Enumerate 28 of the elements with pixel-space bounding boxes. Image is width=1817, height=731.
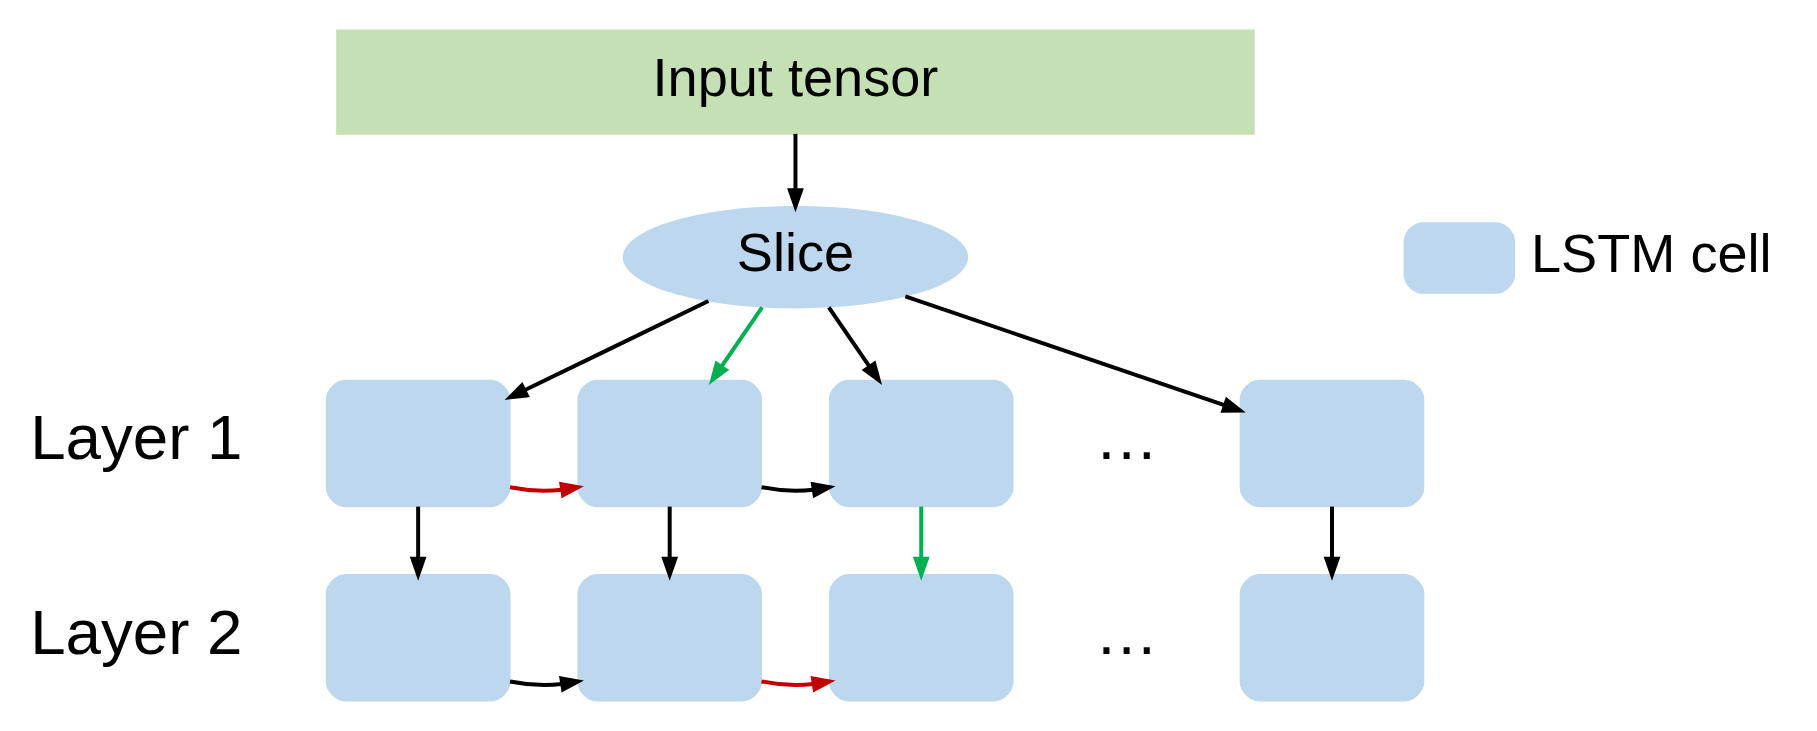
arrow <box>661 506 679 581</box>
arrow <box>761 481 836 499</box>
legend-label: LSTM cell <box>1531 222 1772 283</box>
arrow <box>1323 506 1341 581</box>
label: Layer 2 <box>30 595 243 667</box>
node-box: Input tensor <box>336 29 1255 135</box>
arrow <box>787 133 804 213</box>
arrow <box>912 506 930 581</box>
node-box <box>828 379 1014 508</box>
node-box <box>828 574 1014 702</box>
node-ellipse: Slice <box>622 206 969 309</box>
arrow <box>409 506 427 581</box>
node-box <box>325 574 511 702</box>
arrow <box>904 294 1246 413</box>
label: Layer 1 <box>30 401 243 473</box>
arrow <box>827 306 883 385</box>
node-box <box>1239 574 1425 702</box>
label: … <box>1094 401 1159 473</box>
node-box <box>1239 379 1425 508</box>
arrow <box>509 481 584 499</box>
arrow <box>708 306 764 385</box>
node-box <box>577 379 763 508</box>
node-box <box>577 574 763 702</box>
arrow <box>509 675 584 693</box>
arrow <box>504 299 710 400</box>
label: … <box>1094 595 1159 667</box>
node-box <box>325 379 511 508</box>
arrow <box>761 675 836 693</box>
